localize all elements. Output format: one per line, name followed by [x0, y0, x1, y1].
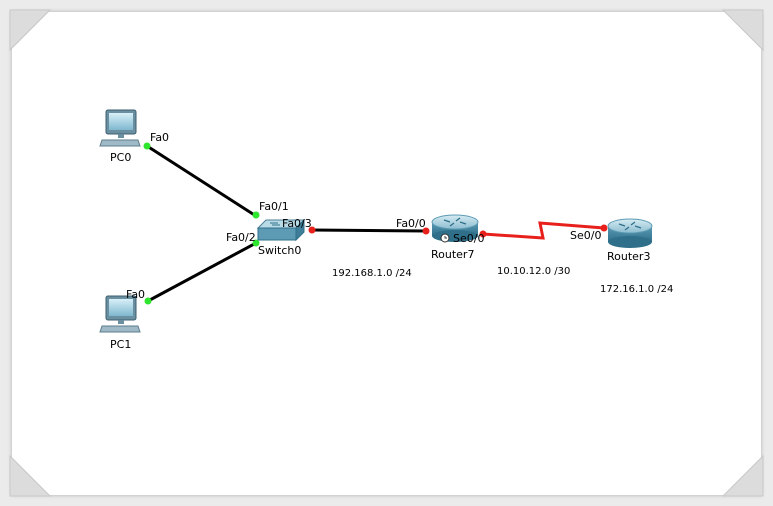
- link-light-pc0: [143, 142, 151, 150]
- link-light-router3-se0-0: [600, 224, 608, 232]
- router7-se0-0-label: Se0/0: [453, 232, 484, 245]
- link-light-switch-fa0-1: [252, 211, 260, 219]
- switch-icon: [256, 218, 306, 242]
- pc-icon: [99, 295, 141, 333]
- clock-icon: [440, 233, 450, 243]
- corner-fold-bottom-right: [721, 454, 764, 497]
- link-serial-router7-router3[interactable]: [482, 221, 605, 240]
- switch0-fa0-3-label: Fa0/3: [282, 217, 312, 230]
- pc1-port-label: Fa0: [126, 288, 145, 301]
- link-light-switch-fa0-3: [308, 226, 316, 234]
- router3-label: Router3: [607, 250, 650, 263]
- switch0-fa0-2-label: Fa0/2: [226, 231, 256, 244]
- pc0-port-label: Fa0: [150, 131, 169, 144]
- router-icon: [607, 218, 653, 248]
- pc1-label: PC1: [110, 338, 131, 351]
- pc1-device[interactable]: PC1: [99, 295, 141, 351]
- pc0-device[interactable]: PC0: [99, 109, 141, 164]
- switch0-fa0-1-label: Fa0/1: [259, 200, 289, 213]
- pc0-label: PC0: [110, 151, 131, 164]
- link-light-router7-fa0-0: [422, 227, 430, 235]
- router-icon: [431, 214, 479, 242]
- note-remote-network[interactable]: 172.16.1.0 /24: [600, 284, 673, 295]
- router3-se0-0-label: Se0/0: [570, 229, 601, 242]
- switch0-label: Switch0: [258, 244, 301, 257]
- note-lan-network[interactable]: 192.168.1.0 /24: [332, 268, 412, 279]
- router3-device[interactable]: Router3: [607, 218, 653, 263]
- link-light-router7-se0-0: [479, 230, 487, 238]
- link-pc1-switch0[interactable]: [147, 241, 257, 303]
- logical-canvas[interactable]: [12, 12, 761, 495]
- link-light-pc1: [144, 297, 152, 305]
- corner-fold-top-left: [9, 9, 52, 52]
- pc-icon: [99, 109, 141, 147]
- router7-label: Router7: [431, 248, 474, 261]
- link-switch0-router7[interactable]: [311, 228, 427, 233]
- router7-fa0-0-label: Fa0/0: [396, 217, 426, 230]
- corner-fold-bottom-left: [9, 454, 52, 497]
- switch0-device[interactable]: Switch0: [256, 218, 306, 257]
- link-light-switch-fa0-2: [252, 239, 260, 247]
- router7-device[interactable]: Router7: [431, 214, 479, 261]
- note-wan-network[interactable]: 10.10.12.0 /30: [497, 266, 570, 277]
- link-pc0-switch0[interactable]: [146, 144, 257, 218]
- corner-fold-top-right: [721, 9, 764, 52]
